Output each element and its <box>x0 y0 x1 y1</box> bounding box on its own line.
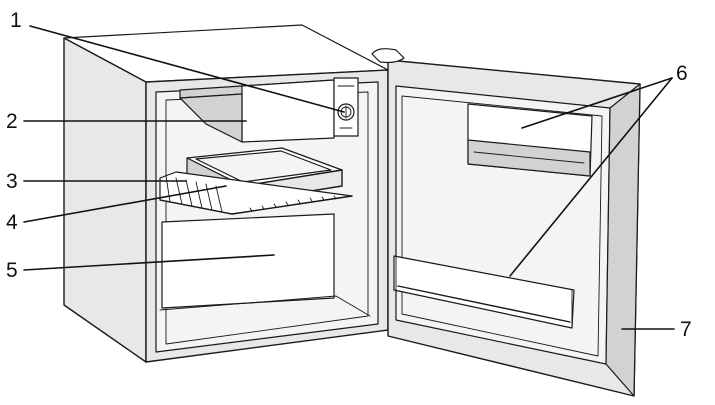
freezer-edge <box>179 97 207 125</box>
callout-6: 6 <box>676 62 688 85</box>
callout-4: 4 <box>6 211 18 234</box>
fridge-compartment <box>159 213 371 317</box>
door-lower-shelf-rail <box>397 285 571 323</box>
freezer-front <box>241 79 335 143</box>
leader-6a <box>521 77 673 129</box>
wire-shelf-front-rail <box>159 199 233 215</box>
leader-4 <box>23 185 227 223</box>
door-upper-shelf-front <box>467 139 591 177</box>
callout-5: 5 <box>6 259 18 282</box>
door[interactable] <box>371 48 641 397</box>
callout-3: 3 <box>6 170 18 193</box>
leader-lines <box>23 25 675 330</box>
door-gasket-line <box>401 95 603 357</box>
drip-tray-inner <box>195 150 332 183</box>
leader-1 <box>29 25 345 113</box>
thermostat-control[interactable] <box>333 77 359 137</box>
callout-7: 7 <box>680 318 692 341</box>
cabinet-left-side <box>63 37 147 363</box>
crisper-box <box>161 213 335 309</box>
leader-5 <box>23 254 275 271</box>
callout-2: 2 <box>6 110 18 133</box>
callout-numbers: 1 2 3 4 5 6 7 <box>6 9 692 341</box>
compartment-floor-edge <box>159 295 371 317</box>
door-edge <box>605 83 641 397</box>
callout-1: 1 <box>10 9 22 32</box>
door-upper-shelf-rail <box>473 151 585 164</box>
door-hinge-cap <box>371 48 405 64</box>
leader-6b <box>509 77 673 277</box>
